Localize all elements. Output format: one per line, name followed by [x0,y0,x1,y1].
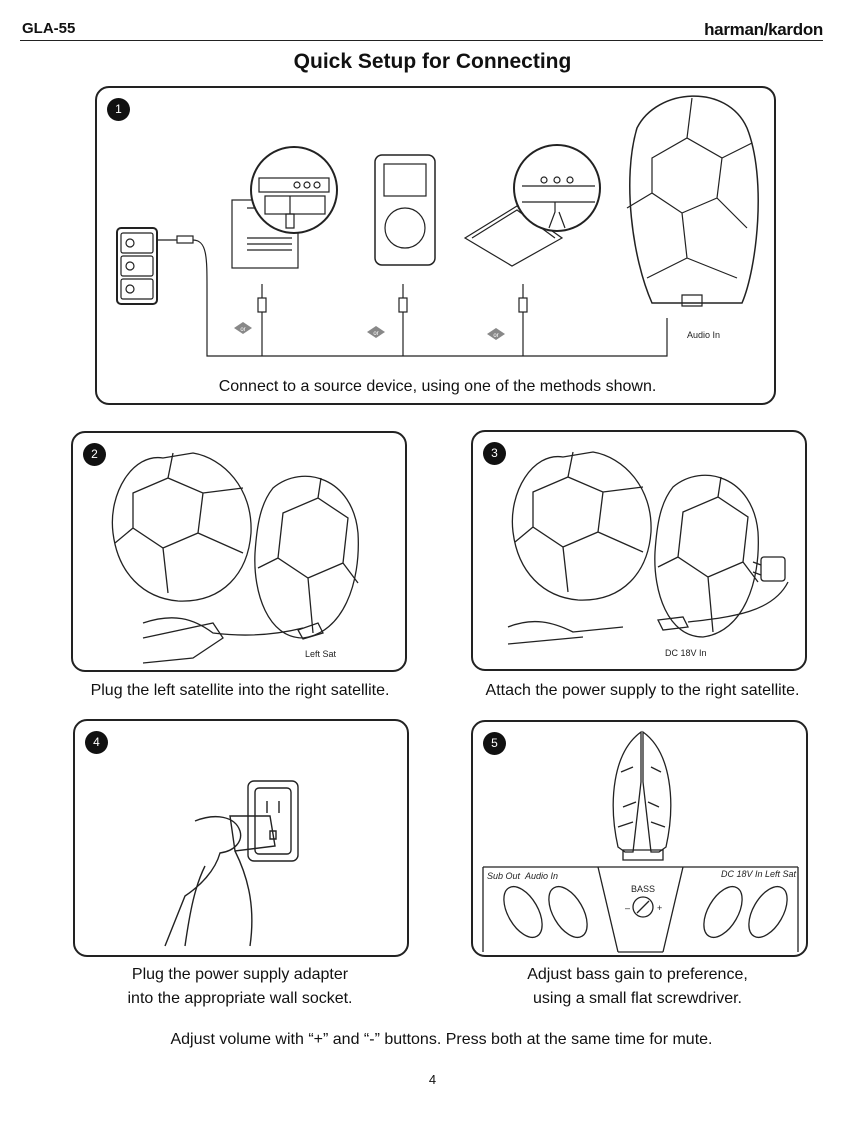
step-5-badge: 5 [483,732,506,755]
step-4-panel: 4 [73,719,409,957]
or-label-2: or [373,331,378,337]
step-3-caption: Attach the power supply to the right sat… [485,682,800,699]
step-3-badge: 3 [483,442,506,465]
page-number: 4 [428,1072,437,1087]
step-2-illustration: Left Sat [111,452,359,664]
sub-out-label: Sub Out [487,871,521,881]
left-sat-label: Left Sat [305,649,337,659]
step-2-panel: Left Sat 2 [71,431,407,672]
dc-in-label: DC 18V In [665,648,707,658]
audio-in-port-label: Audio In [524,871,558,881]
step-2-badge: 2 [83,443,106,466]
step-5-caption: Adjust bass gain to preference, using a … [460,963,815,1011]
step-1-caption: Connect to a source device, using one of… [218,378,657,395]
step-5-caption-line-1: Adjust bass gain to preference, [527,966,748,983]
header-divider [20,40,823,41]
step-2-caption: Plug the left satellite into the right s… [90,682,390,699]
left-sat-port-label: Left Sat [765,869,797,879]
model-name: GLA-55 [22,20,76,37]
page-title: Quick Setup for Connecting [293,50,572,73]
dc-in-port-label: DC 18V In [721,869,763,879]
or-label-3: or [493,333,498,339]
bass-label: BASS [631,884,655,894]
step-5-illustration: Sub Out Audio In BASS – + DC 18V In Left… [482,730,799,953]
step-1-illustration: or or or Audio In [116,95,759,357]
step-5-panel: Sub Out Audio In BASS – + DC 18V In Left… [471,720,808,957]
step-4-caption-line-2: into the appropriate wall socket. [127,990,353,1007]
step-4-badge: 4 [85,731,108,754]
bass-minus-label: – [625,903,630,913]
or-label-1: or [240,327,245,333]
step-3-illustration: DC 18V In [507,451,789,658]
brand-logo: harman/kardon [704,20,823,39]
step-5-caption-line-2: using a small flat screwdriver. [533,990,742,1007]
step-4-illustration [164,780,299,947]
step-1-badge: 1 [107,98,130,121]
bass-plus-label: + [657,903,662,913]
step-4-caption-line-1: Plug the power supply adapter [131,966,349,983]
step-4-caption: Plug the power supply adapter into the a… [70,963,410,1011]
volume-instruction: Adjust volume with “+” and “-” buttons. … [170,1031,713,1048]
step-3-panel: DC 18V In 3 [471,430,807,671]
step-1-panel: or or or Audio In 1 Connect to a source … [95,86,776,405]
audio-in-label: Audio In [687,330,720,340]
